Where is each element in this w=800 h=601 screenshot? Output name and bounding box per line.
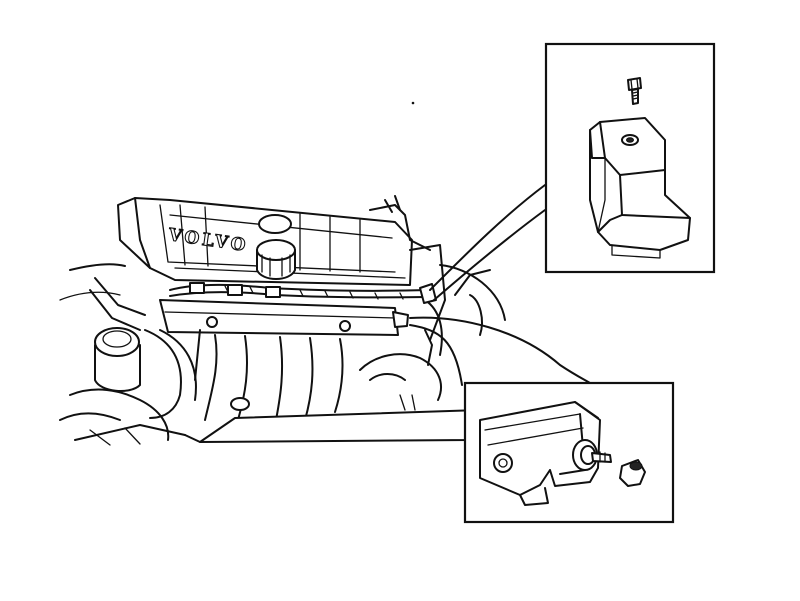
fuel-rail-end (392, 311, 409, 328)
oil-filler-cap (256, 214, 296, 280)
fuel-rail (159, 299, 409, 336)
front-crossmember (199, 409, 481, 443)
leader-lower-a (409, 316, 591, 384)
leader-upper-a (429, 184, 546, 291)
reservoir-cap-left (94, 327, 141, 392)
callout-leaders (409, 184, 591, 386)
leader-lower-b (409, 324, 463, 386)
bay-lower-left (69, 388, 170, 441)
engine-main-view: VOLVO (59, 195, 506, 446)
valve-cover: VOLVO (117, 197, 413, 286)
mounting-bolt-head (493, 453, 513, 473)
protective-plug (619, 459, 646, 487)
hose-left (94, 277, 146, 316)
leader-upper-b (433, 209, 546, 301)
fuel-nipple (591, 451, 612, 463)
callout-box-lower (463, 381, 675, 524)
callout-box-upper (544, 42, 716, 274)
hose-curved (144, 329, 182, 419)
stray-mark (411, 101, 415, 105)
intake-manifold (194, 329, 344, 426)
bolt-icon (627, 77, 642, 105)
connector-cover (589, 117, 691, 259)
right-side-components (359, 195, 506, 411)
bay-outline-left (69, 263, 126, 271)
wiring-harness (169, 282, 431, 300)
